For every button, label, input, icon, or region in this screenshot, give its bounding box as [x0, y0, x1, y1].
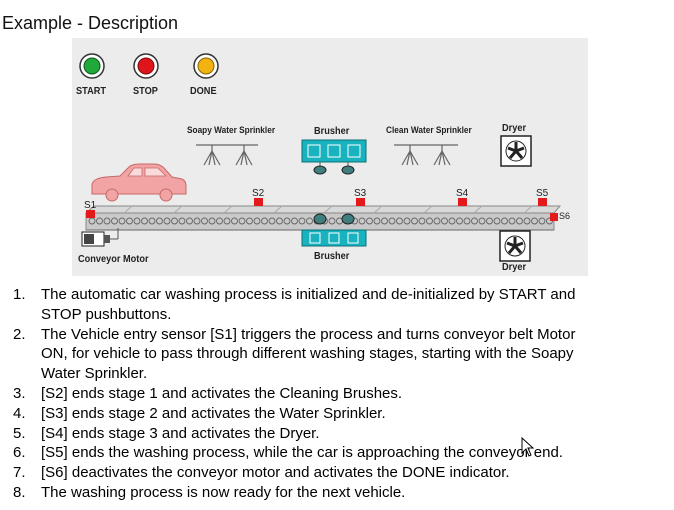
step-number: 8.	[13, 483, 26, 501]
sensor-s6	[550, 213, 558, 221]
stop-indicator[interactable]	[133, 53, 159, 79]
clean-sprinkler-icon	[394, 144, 458, 166]
step-text-line: ON, for vehicle to pass through differen…	[41, 345, 574, 363]
sensor-s2-label: S2	[252, 188, 265, 199]
done-label: DONE	[190, 86, 217, 97]
brusher-bottom-label: Brusher	[314, 251, 350, 262]
car-wash-diagram: START STOP DONE Soapy Water Sprinkler Br…	[72, 38, 588, 276]
step-item: 7. [S6] deactivates the conveyor motor an…	[0, 463, 660, 483]
sensor-s1	[86, 210, 95, 218]
sensor-s4	[458, 198, 467, 206]
step-number: 1.	[13, 286, 26, 303]
sensor-s6-label: S6	[559, 211, 571, 221]
brusher-top-label: Brusher	[314, 126, 350, 137]
step-item: 6. [S5] ends the washing process, while t…	[0, 443, 660, 463]
step-item: 3. [S2] ends stage 1 and activates the Cl…	[0, 384, 660, 404]
dryer-bottom-icon	[499, 230, 531, 262]
sensor-s2	[254, 198, 263, 206]
start-indicator[interactable]	[79, 53, 105, 79]
step-text-line: [S5] ends the washing process, while the…	[41, 444, 563, 462]
conveyor-motor-label: Conveyor Motor	[78, 254, 149, 265]
sensor-s1-label: S1	[84, 200, 97, 211]
mouse-cursor-icon	[521, 436, 535, 462]
step-text-line: [S3] ends stage 2 and activates the Wate…	[41, 404, 386, 422]
diagram-graphics	[79, 53, 562, 262]
slide-title: Example - Description	[2, 13, 179, 33]
dryer-top-icon	[500, 135, 532, 167]
car-icon	[91, 163, 187, 202]
conveyor-belt	[84, 205, 562, 231]
soapy-sprinkler-label: Soapy Water Sprinkler	[187, 125, 276, 135]
step-number: 5.	[13, 424, 26, 442]
sensor-s4-label: S4	[456, 188, 469, 199]
step-text-line: The automatic car washing process is ini…	[41, 286, 576, 303]
brusher-bottom-icon	[301, 229, 367, 247]
step-number: 7.	[13, 464, 26, 482]
step-number: 4.	[13, 404, 26, 422]
step-item: 2. The Vehicle entry sensor [S1] triggers…	[0, 325, 660, 384]
stop-label: STOP	[133, 86, 158, 97]
step-text-line: [S4] ends stage 3 and activates the Drye…	[41, 424, 320, 442]
step-item: 5. [S4] ends stage 3 and activates the Dr…	[0, 424, 660, 444]
conveyor-motor-icon	[81, 228, 119, 247]
sensor-s5-label: S5	[536, 188, 549, 199]
step-item: 8. The washing process is now ready for t…	[0, 483, 660, 503]
step-text-line: STOP pushbuttons.	[41, 305, 172, 323]
step-text-line: The Vehicle entry sensor [S1] triggers t…	[41, 325, 576, 343]
step-text-line: [S2] ends stage 1 and activates the Clea…	[41, 384, 403, 402]
done-indicator	[193, 53, 219, 79]
steps-list: 1. The automatic car washing process is i…	[0, 285, 660, 503]
sensor-s3	[356, 198, 365, 206]
step-item: 4. [S3] ends stage 2 and activates the Wa…	[0, 404, 660, 424]
step-number: 2.	[13, 325, 26, 343]
dryer-top-label: Dryer	[502, 123, 527, 134]
brusher-top-icon	[301, 139, 367, 175]
start-label: START	[76, 86, 106, 97]
step-text-line: The washing process is now ready for the…	[41, 483, 406, 501]
clean-sprinkler-label: Clean Water Sprinkler	[386, 125, 472, 135]
dryer-bottom-label: Dryer	[502, 262, 527, 273]
step-text-line: [S6] deactivates the conveyor motor and …	[41, 464, 510, 482]
sensor-s3-label: S3	[354, 188, 367, 199]
step-number: 6.	[13, 444, 26, 462]
soapy-sprinkler-icon	[196, 144, 258, 166]
step-number: 3.	[13, 384, 26, 402]
sensor-s5	[538, 198, 547, 206]
step-item: 1. The automatic car washing process is i…	[0, 285, 660, 325]
step-text-line: Water Sprinkler.	[41, 365, 148, 383]
